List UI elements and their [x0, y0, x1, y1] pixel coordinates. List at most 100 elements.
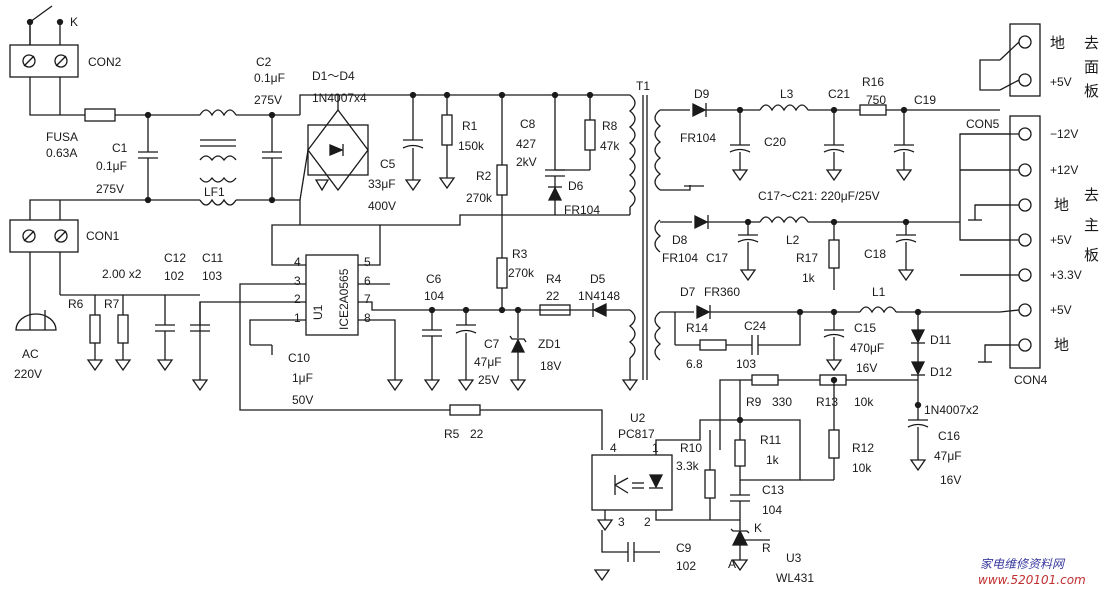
r8-ref: R8 — [602, 119, 618, 133]
r11-ref: R11 — [760, 433, 781, 447]
c7-rating: 25V — [478, 373, 499, 387]
c11-value: 103 — [202, 269, 222, 283]
capacitor-c7 — [455, 310, 477, 392]
u1-pin-6: 6 — [364, 274, 371, 288]
bridge-value: 1N4007x4 — [312, 91, 367, 105]
capacitor-c5 — [402, 95, 424, 192]
resistor-r12 — [800, 380, 840, 481]
connector-con1 — [9, 219, 79, 253]
optocoupler-u2 — [591, 454, 673, 511]
r12-ref: R12 — [852, 441, 874, 455]
capacitor-c21 — [823, 110, 845, 182]
capacitor-c17 — [737, 222, 759, 282]
capacitor-c6 — [422, 310, 442, 392]
d8-value: FR104 — [662, 251, 698, 265]
con2-label: CON2 — [88, 55, 122, 69]
r9-value: 330 — [772, 395, 792, 409]
main-p33v: +3.3V — [1050, 268, 1082, 282]
r14-ref: R14 — [686, 321, 708, 335]
c10-rating: 50V — [292, 393, 313, 407]
t1-label: T1 — [636, 79, 650, 93]
inductor-l1 — [859, 306, 1000, 314]
r6-ref: R6 — [68, 297, 84, 311]
d11-d12-value: 1N4007x2 — [924, 403, 979, 417]
c2-ref: C2 — [256, 55, 272, 69]
c10-value: 1μF — [292, 371, 313, 385]
c15-rating: 16V — [856, 361, 877, 375]
switch-label: K — [70, 15, 78, 29]
c20-ref: C20 — [764, 135, 786, 149]
diode-d9 — [660, 102, 760, 118]
d6-value: FR104 — [564, 203, 600, 217]
c5-rating: 400V — [368, 199, 396, 213]
c12-ref: C12 — [164, 251, 186, 265]
c16-rating: 16V — [940, 473, 961, 487]
resistor-r14 — [674, 312, 752, 351]
zd1-ref: ZD1 — [538, 337, 561, 351]
c8-rating: 2kV — [516, 155, 537, 169]
capacitor-c1 — [138, 115, 158, 200]
side-main-3: 板 — [1084, 246, 1099, 264]
diode-d5 — [592, 302, 607, 318]
connector-main — [1009, 115, 1041, 369]
main-p12v: +12V — [1050, 163, 1078, 177]
side-main-2: 主 — [1084, 216, 1099, 234]
u3-pin-a: A — [728, 557, 736, 571]
connector-con2 — [9, 44, 79, 78]
u1-pin-3: 3 — [294, 274, 301, 288]
side-main-1: 去 — [1084, 186, 1099, 204]
r9-ref: R9 — [746, 395, 762, 409]
r17-value: 1k — [802, 271, 816, 285]
u1-pin-2: 2 — [294, 292, 301, 306]
c1-rating: 275V — [96, 182, 124, 196]
c2-value: 0.1μF — [254, 71, 285, 85]
r6r7-value: 2.00 x2 — [102, 267, 142, 281]
u1-pin-1: 1 — [294, 311, 301, 325]
c21-ref: C21 — [828, 87, 850, 101]
zd1-value: 18V — [540, 359, 561, 373]
zener-zd1 — [509, 310, 527, 392]
r1-value: 150k — [458, 139, 485, 153]
c10-ref: C10 — [288, 351, 310, 365]
resistor-r3 — [496, 257, 508, 310]
r13-value: 10k — [854, 395, 874, 409]
d5-value: 1N4148 — [578, 289, 620, 303]
r2-value: 270k — [466, 191, 493, 205]
u3-part: WL431 — [776, 571, 814, 585]
resistor-r8 — [555, 95, 596, 171]
u2-pin-3: 3 — [618, 515, 625, 529]
capacitor-c20 — [729, 110, 751, 182]
r14-value: 6.8 — [686, 357, 703, 371]
c24-ref: C24 — [744, 319, 766, 333]
resistor-r10 — [704, 430, 716, 520]
c24-value: 103 — [736, 357, 756, 371]
u1-pin-5: 5 — [364, 255, 371, 269]
r5-value: 22 — [470, 427, 484, 441]
side-panel-3: 板 — [1084, 82, 1099, 100]
capacitor-c11 — [190, 302, 210, 392]
r5-ref: R5 — [444, 427, 460, 441]
diode-d8 — [660, 214, 760, 230]
c16-ref: C16 — [938, 429, 960, 443]
u1-part: ICE2A0565 — [337, 268, 351, 330]
resistor-r5 — [449, 404, 603, 450]
capacitor-c19 — [893, 110, 915, 182]
c13-value: 104 — [762, 503, 782, 517]
capacitor-c15 — [823, 312, 845, 372]
con5-label: CON5 — [966, 117, 1000, 131]
u3-pin-k: K — [754, 521, 762, 535]
r3-ref: R3 — [512, 247, 528, 261]
c1-ref: C1 — [112, 141, 128, 155]
r11-value: 1k — [766, 453, 780, 467]
c8-value: 427 — [516, 137, 536, 151]
c5-value: 33μF — [368, 177, 396, 191]
fuse-value: 0.63A — [46, 146, 77, 160]
c11-ref: C11 — [202, 251, 223, 265]
resistor-r4 — [539, 304, 571, 316]
panel-gnd: 地 — [1050, 34, 1065, 52]
d7-ref: D7 — [680, 285, 696, 299]
c12-value: 102 — [164, 269, 184, 283]
side-panel-2: 面 — [1084, 58, 1099, 76]
d9-ref: D9 — [694, 87, 710, 101]
d8-ref: D8 — [672, 233, 688, 247]
